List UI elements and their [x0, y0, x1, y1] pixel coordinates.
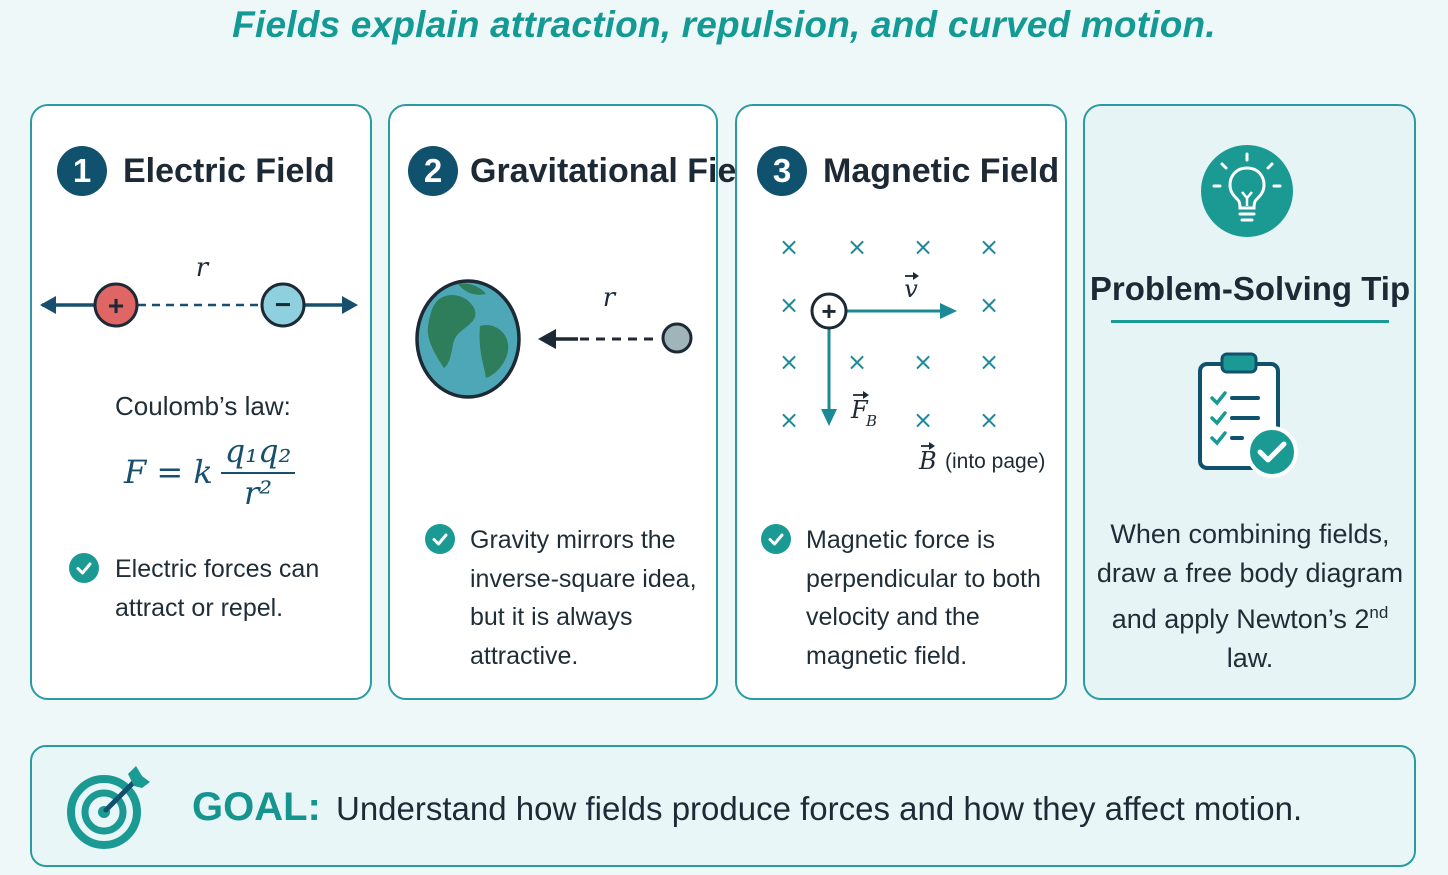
distance-label: r	[603, 283, 617, 313]
gravitational-field-title: 2 Gravitational Field	[408, 143, 767, 199]
field-marker: ×	[779, 291, 799, 319]
field-marker: ×	[847, 348, 867, 376]
force-label: F	[850, 396, 869, 424]
field-label-group: B (into page)	[918, 442, 1045, 475]
electric-field-note: Electric forces can attract or repel.	[115, 555, 320, 622]
charge-sign: +	[821, 296, 836, 326]
velocity-label-group: v	[904, 272, 919, 303]
coulombs-law-formula: F = k q₁q₂ r²	[124, 434, 296, 512]
field-marker: ×	[913, 406, 933, 434]
gravitational-field-card	[388, 104, 718, 700]
gravitational-field-title-text: Gravitational Field	[470, 151, 767, 190]
field-marker: ×	[779, 348, 799, 376]
field-marker: ×	[979, 291, 999, 319]
problem-solving-tip-text: When combining fields, draw a free body …	[1095, 515, 1405, 678]
field-label: B	[918, 447, 937, 475]
formula-numerator: q₁q₂	[220, 434, 296, 474]
field-marker: ×	[779, 406, 799, 434]
check-circle-icon	[69, 553, 99, 583]
electric-field-diagram: + − r	[40, 253, 358, 328]
step-number-1: 1	[57, 146, 107, 196]
lightbulb-icon	[1201, 145, 1293, 237]
field-marker: ×	[913, 348, 933, 376]
tip-text-main: When combining fields, draw a free body …	[1096, 519, 1404, 634]
check-circle-icon	[761, 524, 791, 554]
field-marker: ×	[913, 233, 933, 261]
tip-text-superscript: nd	[1369, 603, 1389, 622]
right-arrowhead	[342, 296, 358, 314]
moving-charge	[810, 292, 848, 330]
left-arrowhead	[40, 296, 56, 314]
check-circle-icon	[425, 524, 455, 554]
field-marker: ×	[979, 233, 999, 261]
step-number-3: 3	[757, 146, 807, 196]
force-subscript: B	[865, 412, 877, 430]
force-label-group: F B	[850, 391, 877, 430]
field-marker: ×	[779, 233, 799, 261]
distance-label: r	[196, 253, 210, 283]
formula-fraction: q₁q₂ r²	[220, 434, 296, 512]
electric-field-title-text: Electric Field	[123, 151, 335, 190]
earth-icon	[415, 279, 521, 399]
goal-banner	[30, 745, 1416, 867]
step-number-2: 2	[408, 146, 458, 196]
field-marker: ×	[979, 406, 999, 434]
negative-sign: −	[275, 289, 291, 320]
page-headline: Fields explain attraction, repulsion, an…	[232, 4, 1216, 45]
magnetic-field-diagram: × × × × × × × × × × × × × + v F B B (int…	[779, 233, 1045, 475]
problem-solving-tip-title: Problem-Solving Tip	[1089, 270, 1411, 307]
force-arrowhead	[821, 409, 837, 426]
velocity-label: v	[904, 275, 918, 303]
field-markers: × × × × × × × × × × × × ×	[779, 233, 999, 434]
formula-lhs: F = k	[124, 453, 213, 491]
coulombs-law-label: Coulomb’s law:	[115, 391, 291, 421]
tip-title-underline	[1111, 320, 1389, 323]
field-marker: ×	[979, 348, 999, 376]
positive-charge	[93, 282, 139, 328]
tip-text-end: law.	[1226, 643, 1274, 673]
magnetic-field-card	[735, 104, 1067, 700]
goal-label: GOAL:	[192, 785, 321, 829]
magnetic-field-title: 3 Magnetic Field	[757, 143, 1059, 199]
negative-charge	[260, 282, 306, 328]
goal-text: Understand how fields produce forces and…	[336, 790, 1303, 827]
field-direction-note: (into page)	[945, 450, 1045, 473]
positive-sign: +	[108, 290, 124, 321]
electric-field-card	[30, 104, 372, 700]
small-mass	[661, 322, 693, 354]
magnetic-field-title-text: Magnetic Field	[823, 151, 1060, 190]
field-marker: ×	[847, 233, 867, 261]
gravitational-field-diagram: r	[415, 279, 693, 399]
electric-field-title: 1 Electric Field	[57, 143, 335, 199]
velocity-arrowhead	[940, 303, 957, 319]
formula-denominator: r²	[244, 474, 273, 512]
magnetic-field-note: Magnetic force is perpendicular to both …	[806, 526, 1041, 670]
gravitational-field-note: Gravity mirrors the inverse-square idea,…	[470, 526, 697, 670]
gravity-arrowhead	[538, 329, 556, 349]
target-arrow-icon	[67, 766, 150, 849]
clipboard-checklist-icon	[1198, 352, 1298, 478]
